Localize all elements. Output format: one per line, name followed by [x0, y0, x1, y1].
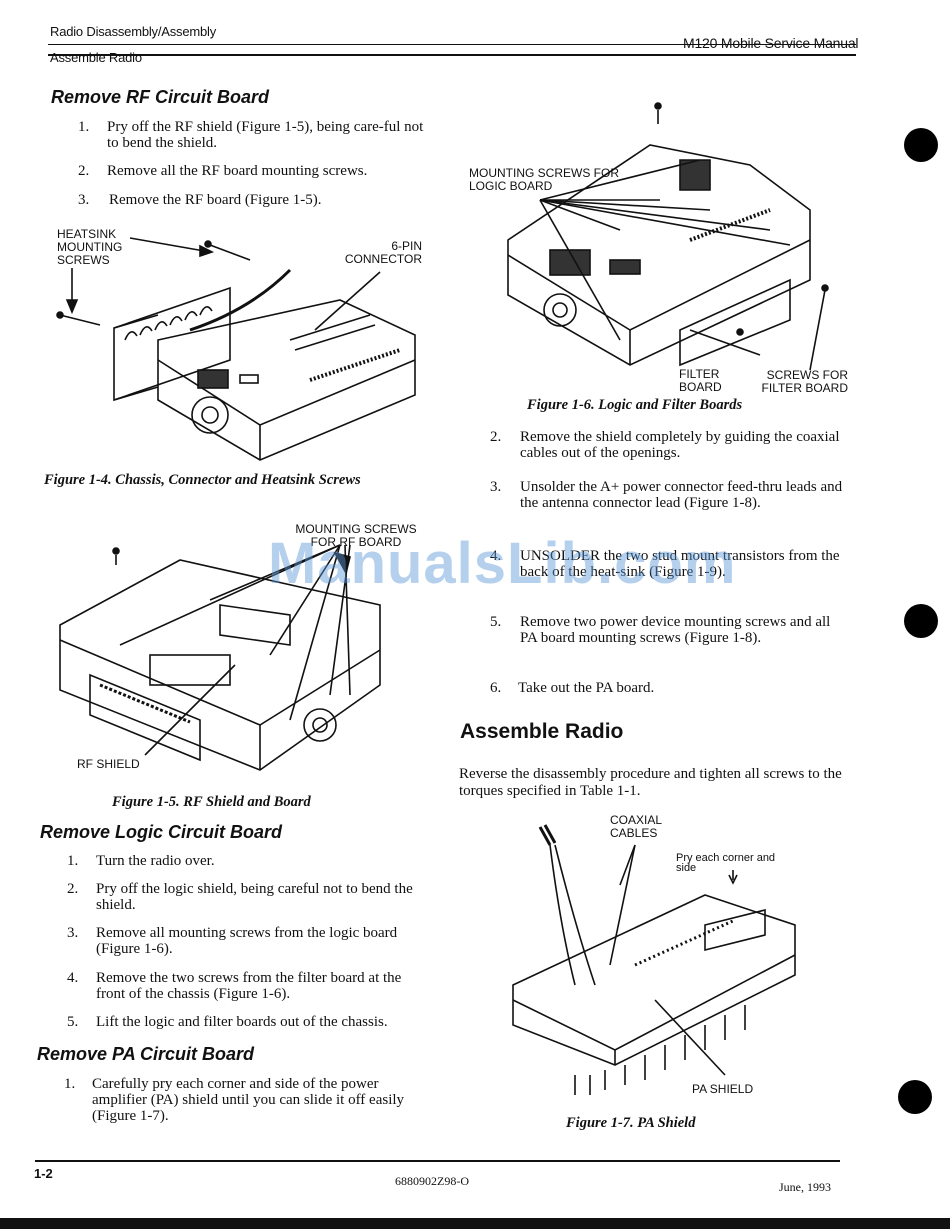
step-text: Carefully pry each corner and side of th…: [92, 1076, 405, 1124]
fig-1-7-label-coax: COAXIAL CABLES: [610, 813, 662, 840]
step-number: 3.: [490, 479, 502, 495]
step-text: Remove two power device mounting screws …: [520, 614, 831, 646]
step-text: Remove all mounting screws from the logi…: [96, 925, 398, 957]
logic-section-heading: Remove Logic Circuit Board: [40, 822, 283, 842]
footer-date: June, 1993: [779, 1180, 831, 1194]
binding-hole-mark: [904, 128, 938, 162]
step-text: Turn the radio over.: [96, 853, 215, 869]
footer-doc-number: 6880902Z98-O: [395, 1174, 469, 1188]
step-text: Remove the two screws from the filter bo…: [96, 970, 402, 1002]
step-number: 3.: [78, 192, 90, 208]
fig-1-5-caption: Figure 1-5. RF Shield and Board: [112, 794, 311, 810]
fig-1-7-pa-shield-drawing: [512, 824, 796, 1095]
step-text: Unsolder the A+ power connector feed-thr…: [520, 479, 843, 511]
step-text: Remove all the RF board mounting screws.: [107, 163, 368, 179]
fig-1-7-label-pry: Pry each corner and side: [676, 852, 776, 874]
step-number: 2.: [490, 429, 502, 445]
assemble-body: Reverse the disassembly procedure and ti…: [459, 766, 842, 799]
step-number: 4.: [490, 548, 502, 564]
binding-hole-mark: [898, 1080, 932, 1114]
fig-1-5-rf-shield-drawing: [59, 544, 381, 771]
header-subsection-title: Assemble Radio: [50, 50, 142, 65]
header-manual-title: M120 Mobile Service Manual: [683, 35, 859, 51]
header-rule-thin: [48, 44, 856, 45]
fig-1-4-label-heatsink: HEATSINK MOUNTING SCREWS: [57, 227, 123, 267]
fig-1-4-caption: Figure 1-4. Chassis, Connector and Heats…: [44, 472, 361, 488]
step-number: 2.: [67, 881, 79, 897]
step-number: 1.: [78, 119, 90, 135]
binding-hole-mark: [904, 604, 938, 638]
fig-1-6-label-filter: FILTER BOARD: [679, 367, 722, 394]
fig-1-7-label-shield: PA SHIELD: [692, 1082, 754, 1096]
step-number: 5.: [67, 1014, 79, 1030]
step-text: Remove the RF board (Figure 1-5).: [109, 192, 322, 208]
fig-1-5-label-shield: RF SHIELD: [77, 757, 140, 771]
rf-step-1: 1. Pry off the RF shield (Figure 1-5), b…: [78, 119, 438, 155]
fig-1-5-label-mounting: MOUNTING SCREWS FOR RF BOARD: [295, 522, 417, 549]
rf-section-heading: Remove RF Circuit Board: [51, 87, 270, 107]
step-number: 1.: [64, 1076, 76, 1092]
step-text: Pry off the logic shield, being careful …: [96, 881, 413, 913]
fig-1-6-label-screws: SCREWS FOR FILTER BOARD: [761, 368, 848, 395]
footer-rule: [35, 1160, 840, 1162]
header-section-title: Radio Disassembly/Assembly: [50, 24, 217, 39]
step-number: 5.: [490, 614, 502, 630]
step-number: 6.: [490, 680, 502, 696]
step-text: Remove the shield completely by guiding …: [520, 429, 840, 461]
step-number: 4.: [67, 970, 79, 986]
step-text: Lift the logic and filter boards out of …: [96, 1014, 388, 1030]
fig-1-4-chassis-drawing: [56, 237, 416, 461]
fig-1-6-label-mounting: MOUNTING SCREWS FOR LOGIC BOARD: [469, 166, 619, 193]
fig-1-4-label-connector: 6-PIN CONNECTOR: [344, 239, 422, 266]
step-number: 2.: [78, 163, 90, 179]
step-text: Pry off the RF shield (Figure 1-5), bein…: [107, 119, 424, 151]
pa-section-heading: Remove PA Circuit Board: [37, 1044, 255, 1064]
step-text: UNSOLDER the two stud mount transistors …: [520, 548, 840, 580]
step-text: Take out the PA board.: [518, 680, 655, 696]
step-number: 1.: [67, 853, 79, 869]
assemble-section-heading: Assemble Radio: [460, 720, 624, 743]
fig-1-6-logic-drawing: [507, 102, 829, 371]
footer-page-number: 1-2: [34, 1166, 53, 1181]
fig-1-6-caption: Figure 1-6. Logic and Filter Boards: [527, 397, 743, 413]
page-bottom-edge: [0, 1218, 950, 1229]
step-number: 3.: [67, 925, 79, 941]
fig-1-7-caption: Figure 1-7. PA Shield: [566, 1115, 696, 1131]
header-rule: [48, 54, 856, 56]
watermark-text: ManualsLib.com: [268, 531, 737, 596]
